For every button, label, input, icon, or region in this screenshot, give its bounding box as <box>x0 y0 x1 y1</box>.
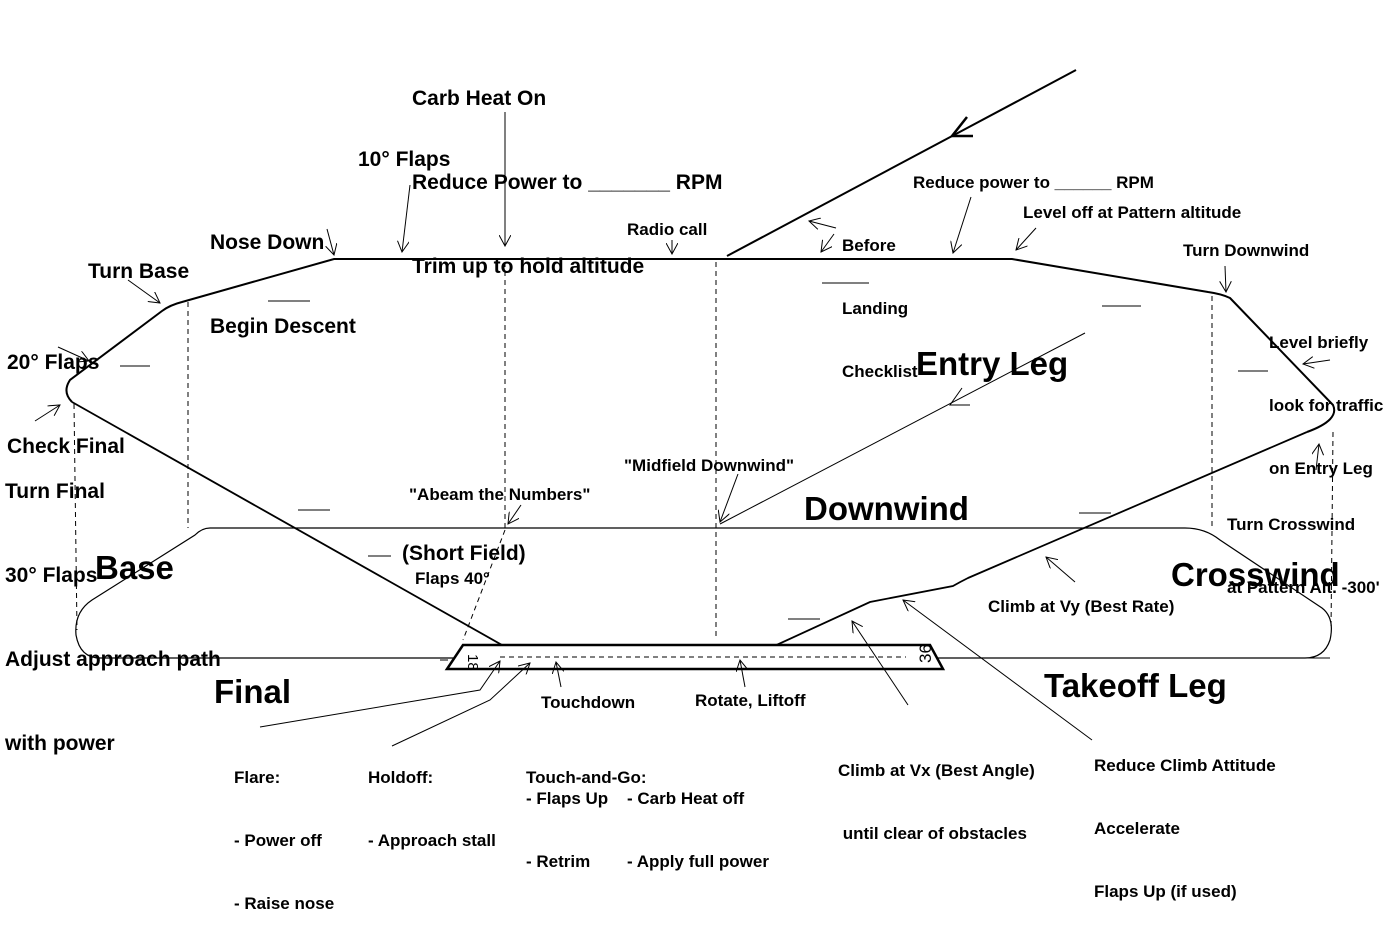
ground-track-outline <box>75 527 1332 659</box>
note-rotate: Rotate, Liftoff <box>695 691 806 710</box>
note-abeam: "Abeam the Numbers" <box>409 485 591 504</box>
altitude-marks <box>120 282 1268 620</box>
note-climb-vx: Climb at Vx (Best Angle) until clear of … <box>838 761 1035 843</box>
leg-label-crosswind: Crosswind <box>1171 556 1340 593</box>
leg-label-downwind: Downwind <box>804 490 969 527</box>
note-touch-and-go-col1: - Flaps Up - Retrim <box>526 789 609 871</box>
note-reduce-climb: Reduce Climb Attitude Accelerate Flaps U… <box>1094 756 1276 901</box>
note-radio-call: Radio call <box>627 220 708 239</box>
note-turn-final: Turn Final 30° Flaps Adjust approach pat… <box>5 480 221 755</box>
entry-leg-line <box>719 332 1086 525</box>
note-short-field: (Short Field) <box>402 542 526 565</box>
note-before-landing: Before Landing Checklist <box>842 236 918 381</box>
leg-label-base: Base <box>95 549 174 586</box>
flight-path-departure <box>739 431 1308 657</box>
pattern-diagram: 18 36 <box>34 69 1336 747</box>
leg-label-takeoff: Takeoff Leg <box>1044 667 1227 704</box>
note-level-briefly: Level briefly look for traffic on Entry … <box>1269 333 1384 478</box>
leg-label-entry: Entry Leg <box>916 345 1069 382</box>
note-level-off: Level off at Pattern altitude <box>1023 203 1242 222</box>
runway-number-36: 36 <box>916 644 935 663</box>
runway <box>444 643 946 671</box>
note-flaps-40: Flaps 40° <box>415 569 490 588</box>
note-touch-and-go-col2: - Carb Heat off - Apply full power <box>627 789 769 871</box>
entry-leg-arrow <box>949 387 970 406</box>
note-flare: Flare: - Power off - Raise nose <box>234 768 335 913</box>
leg-label-final: Final <box>214 673 292 710</box>
note-turn-base: Turn Base <box>88 260 190 283</box>
note-ten-flaps: 10° Flaps <box>358 148 451 171</box>
note-reduce-power-entry: Reduce power to ______ RPM <box>913 173 1154 192</box>
flight-path-entry-downwind-base <box>726 69 1077 257</box>
reference-lines <box>73 262 1334 641</box>
note-turn-downwind: Turn Downwind <box>1183 241 1310 260</box>
note-turn-crosswind: Turn Crosswind at Pattern Alt. -300' <box>1227 515 1380 597</box>
note-holdoff: Holdoff: - Approach stall <box>368 768 496 850</box>
note-carb-heat: Carb Heat On Reduce Power to _______ RPM… <box>412 87 723 278</box>
pointer-arrows <box>34 112 1331 747</box>
note-midfield: "Midfield Downwind" <box>624 456 795 475</box>
note-twenty-flaps: 20° Flaps Check Final <box>7 351 125 458</box>
inbound-arrow <box>949 116 973 138</box>
note-nose-down: Nose Down Begin Descent <box>210 231 356 338</box>
runway-number-18: 18 <box>464 654 481 671</box>
note-touchdown: Touchdown <box>541 693 636 712</box>
note-climb-vy: Climb at Vy (Best Rate) <box>988 597 1175 616</box>
flight-path-pattern <box>65 258 1336 433</box>
note-touch-and-go: Touch-and-Go: <box>526 768 647 787</box>
